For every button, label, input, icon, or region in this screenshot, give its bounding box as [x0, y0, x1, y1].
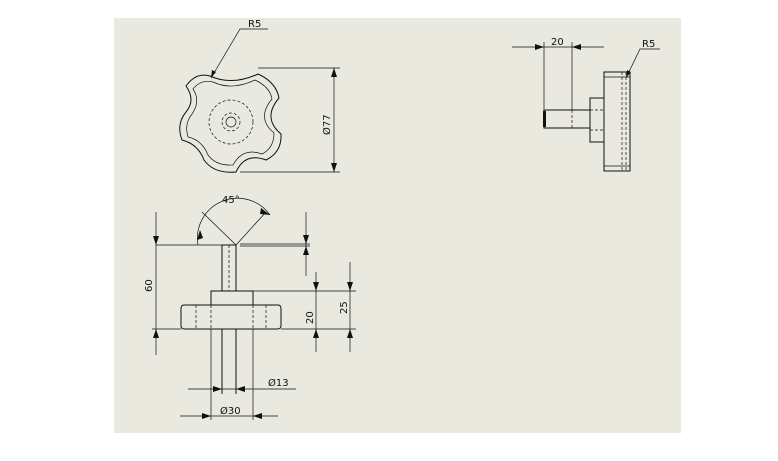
dia13-arrow-right	[236, 386, 245, 392]
side20-label: 20	[551, 37, 564, 48]
angle-slant-1	[201, 211, 237, 246]
dim20-arrow-top	[313, 282, 319, 291]
side-r5-label: R5	[642, 39, 655, 50]
side-r5-leader	[625, 48, 660, 79]
bore-circle-hidden	[221, 112, 241, 132]
front-view: 45° 60 20 25 Ø13 Ø30	[144, 195, 356, 420]
angle-arrow-right	[260, 208, 270, 215]
dia-arrow-bottom	[331, 163, 337, 172]
dim60-label: 60	[144, 279, 155, 292]
dia30-arrow-right	[253, 413, 262, 419]
side20-arrow-right	[572, 44, 581, 50]
front-hub	[210, 290, 254, 306]
side-hub	[589, 97, 605, 143]
side20-arrow-left	[535, 44, 544, 50]
knob-outline	[179, 73, 282, 173]
knob-inner-outline	[186, 79, 275, 166]
side-view: 20 R5	[512, 37, 660, 172]
dim25-label: 25	[339, 301, 350, 314]
side-knob-body	[603, 71, 631, 172]
right-dim-arrow-top	[303, 235, 309, 244]
drawing-sheet	[114, 18, 681, 433]
dia-arrow-top	[331, 68, 337, 77]
dia13-arrow-left	[213, 386, 222, 392]
angle-arrow-left	[197, 230, 203, 240]
r5-arrowhead	[211, 70, 216, 78]
dim25-arrow-top	[347, 282, 353, 291]
side-r5-arrowhead	[626, 70, 631, 78]
dim60-arrow-bottom	[153, 329, 159, 338]
front-knob-body	[180, 304, 282, 330]
r5-leader-line	[210, 28, 268, 79]
dim20-label: 20	[305, 311, 316, 324]
dia13-label: Ø13	[268, 377, 289, 389]
top-view: R5 Ø77	[179, 19, 340, 173]
dia30-label: Ø30	[220, 405, 241, 417]
right-dim-arrow-bottom	[303, 246, 309, 255]
angle-label: 45°	[222, 195, 240, 206]
dia77-label: Ø77	[321, 114, 333, 135]
dim25-arrow-bottom	[347, 329, 353, 338]
dim20-arrow-bottom	[313, 329, 319, 338]
r5-label: R5	[248, 19, 261, 30]
angle-slant-2	[235, 211, 267, 246]
dia30-arrow-left	[202, 413, 211, 419]
dim60-arrow-top	[153, 236, 159, 245]
side-shaft-tip	[543, 111, 546, 127]
side-shaft	[543, 109, 591, 129]
bore-inner-circle	[225, 116, 237, 128]
hub-circle-hidden	[208, 99, 254, 145]
angle-arc	[197, 197, 271, 246]
